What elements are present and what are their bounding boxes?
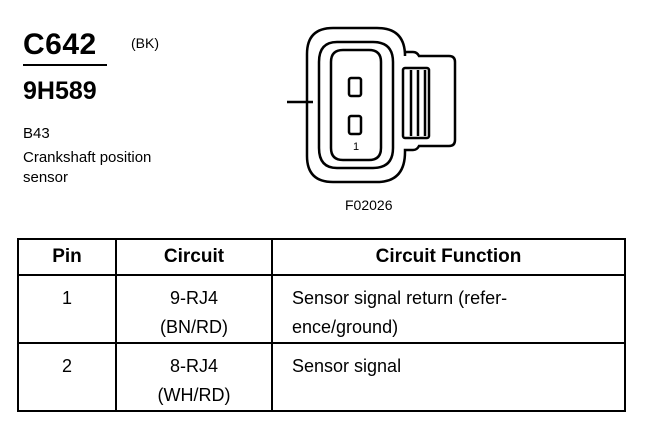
function-cell: Sensor signal return (refer- ence/ground…	[271, 274, 626, 344]
component-code: B43	[23, 125, 50, 142]
wire-color: (BN/RD)	[160, 317, 228, 337]
table-row: 2 8-RJ4 (WH/RD) Sensor signal	[17, 342, 626, 412]
connector-id: C642	[23, 28, 97, 61]
connector-face-diagram: 1	[287, 26, 457, 184]
circuit-number: 8-RJ4	[169, 356, 218, 376]
function-line: Sensor signal return (refer-	[292, 288, 508, 308]
circuit-cell: 9-RJ4 (BN/RD)	[115, 274, 273, 344]
component-description-line: sensor	[23, 169, 69, 186]
figure-id: F02026	[345, 197, 393, 213]
diagram-pin-number: 1	[353, 141, 359, 153]
connector-pin-cavity-1	[347, 114, 363, 136]
circuit-number: 9-RJ4	[169, 288, 218, 308]
header-pin: Pin	[17, 238, 117, 276]
component-description-line: Crankshaft position	[23, 149, 152, 166]
connector-latch	[401, 66, 431, 140]
connector-pin-housing	[329, 48, 383, 162]
component-description: Crankshaft position sensor	[23, 148, 203, 188]
part-number: 9H589	[23, 77, 97, 105]
connector-outer-housing	[305, 26, 457, 184]
circuit-cell: 8-RJ4 (WH/RD)	[115, 342, 273, 412]
connector-inner-shell	[317, 40, 395, 170]
connector-color: (BK)	[131, 35, 159, 51]
table-header-row: Pin Circuit Circuit Function	[17, 238, 626, 276]
function-line: Sensor signal	[292, 356, 402, 376]
pinout-table: Pin Circuit Circuit Function 1 9-RJ4 (BN…	[17, 238, 626, 412]
function-cell: Sensor signal	[271, 342, 626, 412]
function-line: ence/ground)	[292, 317, 399, 337]
wire-color: (WH/RD)	[157, 385, 231, 405]
header-circuit-function: Circuit Function	[271, 238, 626, 276]
connector-pin-cavity-2	[347, 76, 363, 98]
table-row: 1 9-RJ4 (BN/RD) Sensor signal return (re…	[17, 274, 626, 344]
pin-cell: 1	[17, 274, 117, 344]
pin-cell: 2	[17, 342, 117, 412]
connector-id-underline	[23, 64, 107, 66]
header-circuit: Circuit	[115, 238, 273, 276]
